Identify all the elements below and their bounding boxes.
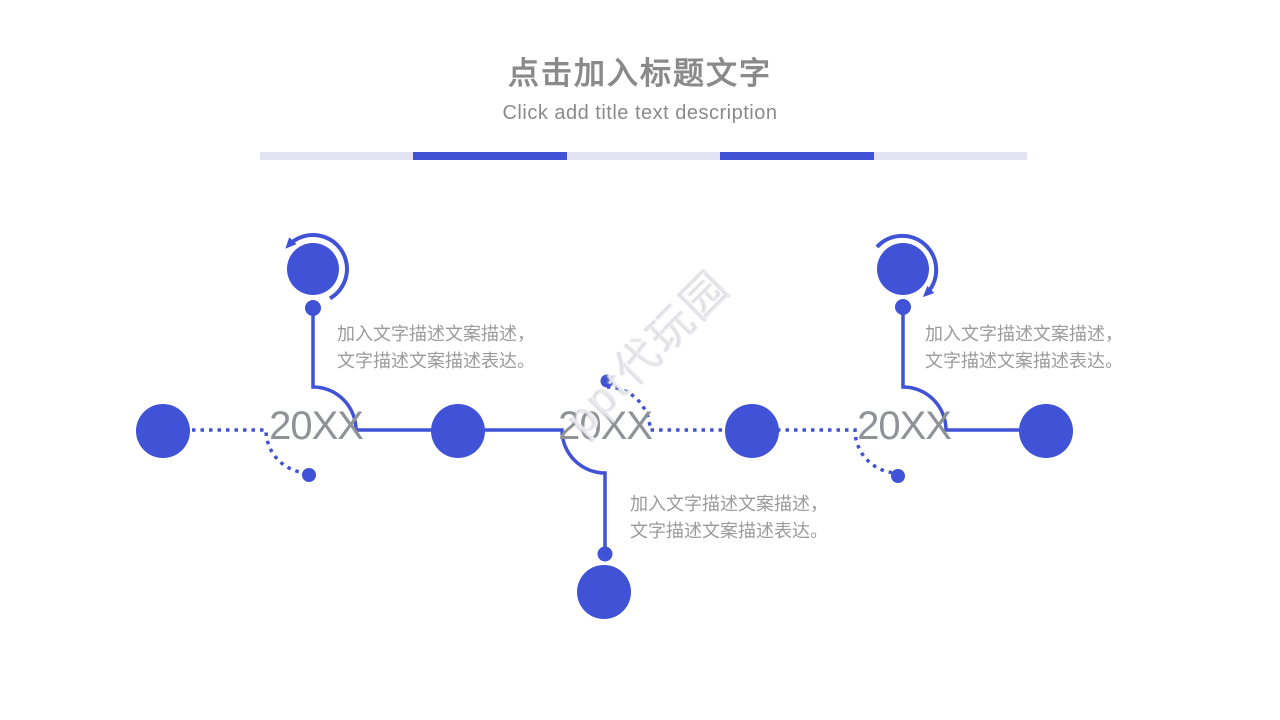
connector-dot <box>600 374 614 388</box>
divider-bar-segment <box>413 152 567 160</box>
divider-bar-segment <box>566 152 721 160</box>
description-text-2: 加入文字描述文案描述， 文字描述文案描述表达。 <box>630 491 880 545</box>
description-text-3: 加入文字描述文案描述， 文字描述文案描述表达。 <box>925 321 1175 375</box>
divider-bar <box>260 152 1028 160</box>
timeline-node-4 <box>1019 404 1073 458</box>
divider-bar-segment <box>873 152 1028 160</box>
description-line: 加入文字描述文案描述， <box>337 324 535 344</box>
branch-3-connector-line <box>901 313 1021 432</box>
description-line: 加入文字描述文案描述， <box>630 494 828 514</box>
dotted-connector-3 <box>777 428 899 475</box>
slide-header: 点击加入标题文字 Click add title text descriptio… <box>0 48 1280 125</box>
rotation-arrow-ccw-icon <box>285 232 349 301</box>
timeline-node-1 <box>136 404 190 458</box>
timeline-node-3 <box>725 404 779 458</box>
slide-title-en: Click add title text description <box>502 102 778 124</box>
connector-dot <box>302 468 316 482</box>
milestone-circle-top-right <box>877 243 929 295</box>
connector-dot <box>895 299 911 315</box>
description-text-1: 加入文字描述文案描述， 文字描述文案描述表达。 <box>337 321 587 375</box>
description-line: 加入文字描述文案描述， <box>925 324 1123 344</box>
description-line: 文字描述文案描述表达。 <box>337 351 535 371</box>
slide-title-zh: 点击加入标题文字 <box>508 56 772 91</box>
connector-dot <box>597 546 613 562</box>
description-line: 文字描述文案描述表达。 <box>925 351 1123 371</box>
divider-bar-segment <box>720 152 874 160</box>
timeline-node-bottom <box>577 565 631 619</box>
connector-dot <box>891 469 905 483</box>
dotted-connector-1 <box>192 428 310 475</box>
year-label-3: 20XX <box>857 404 952 448</box>
description-line: 文字描述文案描述表达。 <box>630 521 828 541</box>
year-label-1: 20XX <box>269 404 364 448</box>
rotation-arrow-cw-icon <box>875 233 939 298</box>
year-label-2: 20XX <box>558 404 653 448</box>
dotted-connector-2 <box>606 385 727 432</box>
timeline-node-2 <box>431 404 485 458</box>
milestone-circle-top-left <box>287 243 339 295</box>
connector-dot <box>305 300 321 316</box>
divider-bar-segment <box>260 152 414 160</box>
